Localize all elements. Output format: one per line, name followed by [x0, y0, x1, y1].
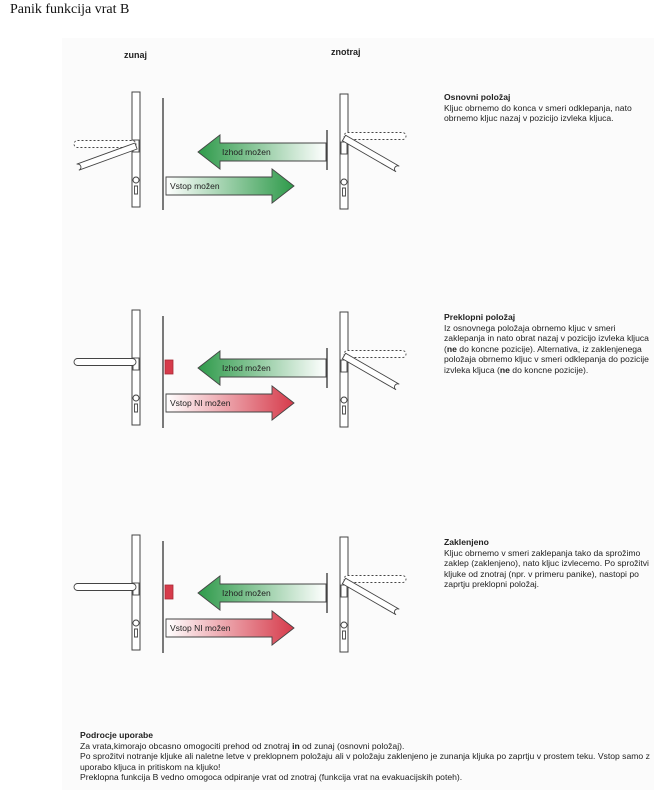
entry-arrow-label: Vstop NI možen — [170, 623, 231, 633]
entry-arrow — [165, 609, 295, 647]
entry-arrow — [165, 167, 295, 205]
outside-handle-horizontal — [73, 358, 137, 366]
lock-bolt — [164, 584, 174, 600]
outside-escutcheon-keyhole-icon — [132, 619, 140, 638]
inside-handle-rest-outline — [343, 575, 407, 583]
exit-arrow — [197, 349, 327, 387]
outside-escutcheon-keyhole-icon — [132, 394, 140, 413]
panel-3-description: Zaklenjeno Kljuc obrnemo v smeri zaklepa… — [444, 537, 650, 590]
entry-arrow-label: Vstop možen — [170, 181, 220, 191]
panel-2-body-2: ne — [446, 343, 457, 354]
inside-escutcheon-spindle — [340, 584, 348, 598]
panel-1-description: Osnovni položaj Kljuc obrnemo do konca v… — [444, 92, 650, 124]
outside-handle-horizontal — [73, 583, 137, 591]
usage-title: Podrocje uporabe — [80, 730, 154, 740]
panel-2-body-4: ne — [499, 364, 510, 375]
page-title: Panik funkcija vrat B — [10, 2, 130, 17]
inside-handle-rest-outline — [343, 132, 407, 140]
inside-handle-pressed-shape — [341, 134, 400, 173]
usage-line-2: Po sprožitvi notranje kljuke ali naletne… — [80, 751, 650, 772]
inside-escutcheon-spindle — [340, 141, 348, 155]
inside-escutcheon-keyhole-icon — [340, 621, 348, 640]
exit-arrow — [197, 574, 327, 612]
panel-3-body: Kljuc obrnemo v smeri zaklepanja tako da… — [444, 547, 649, 590]
inside-handle-pressed — [341, 577, 400, 616]
entry-arrow-label: Vstop NI možen — [170, 398, 231, 408]
panel-1-title: Osnovni položaj — [444, 92, 511, 102]
panel-2-description: Preklopni položaj Iz osnovnega položaja … — [444, 312, 650, 376]
panel-1-body: Kljuc obrnemo do konca v smeri odklepanj… — [444, 102, 632, 124]
exit-arrow-label: Izhod možen — [222, 588, 271, 598]
outside-handle-rest-outline — [73, 140, 137, 148]
outside-label: zunaj — [124, 50, 148, 60]
panel-2-body-1: Iz osnovnega položaja obrnemo kljuc v sm… — [444, 322, 649, 354]
inside-handle-pressed — [341, 352, 400, 391]
entry-arrow — [165, 384, 295, 422]
outside-escutcheon-keyhole-icon — [132, 176, 140, 195]
inside-escutcheon-keyhole-icon — [340, 396, 348, 415]
inside-handle-pressed — [341, 134, 400, 173]
inside-handle-rest-outline — [343, 350, 407, 358]
inside-handle-pressed-shape — [341, 352, 400, 391]
panel-2-body-5: do koncne pozicije). — [509, 364, 589, 375]
exit-arrow-label: Izhod možen — [222, 147, 271, 157]
exit-arrow — [197, 133, 327, 171]
inside-escutcheon-spindle — [340, 359, 348, 373]
panel-2-body-3: do koncne pozicije). Alternativa, iz zak… — [444, 343, 649, 375]
lock-bolt — [164, 359, 174, 375]
panel-3-title: Zaklenjeno — [444, 537, 489, 547]
usage-section: Podrocje uporabe Za vrata,kimorajo obcas… — [80, 730, 650, 783]
usage-line-1-b: in — [292, 740, 300, 751]
inside-handle-pressed-shape — [341, 577, 400, 616]
usage-line-3: Preklopna funkcija B vedno omogoca odpir… — [80, 772, 463, 783]
exit-arrow-label: Izhod možen — [222, 363, 271, 373]
panel-2-title: Preklopni položaj — [444, 312, 516, 322]
inside-label: znotraj — [331, 47, 361, 57]
inside-escutcheon-keyhole-icon — [340, 178, 348, 197]
usage-line-1-c: od zunaj (osnovni položaj). — [299, 740, 405, 751]
usage-line-1: Za vrata,kimorajo obcasno omogociti preh… — [80, 741, 650, 752]
diagram-background — [62, 38, 654, 790]
usage-line-1-a: Za vrata,kimorajo obcasno omogociti preh… — [80, 740, 293, 751]
